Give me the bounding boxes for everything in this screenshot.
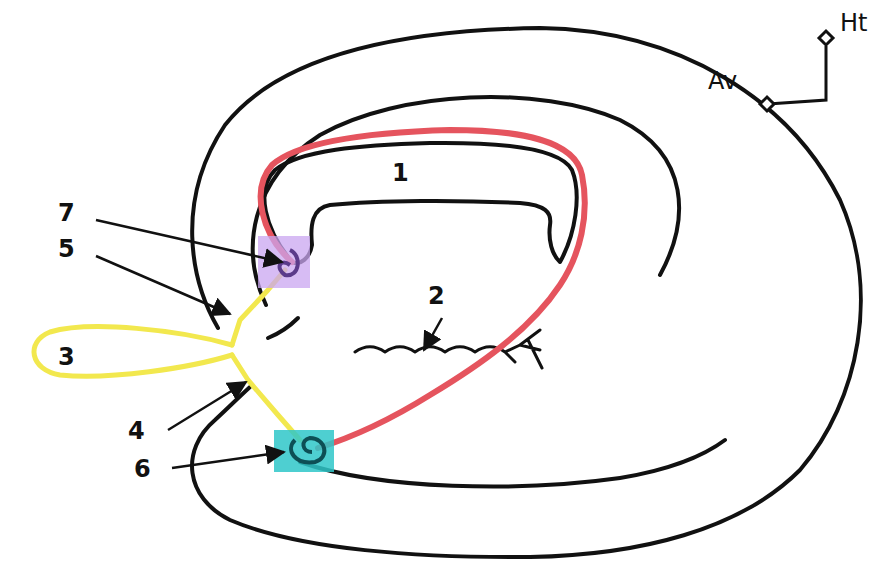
callout-number: 2 — [426, 283, 447, 309]
leader-lines — [96, 220, 442, 468]
inner-line — [268, 318, 298, 338]
temporal-line — [300, 440, 725, 486]
orientation-axes — [760, 31, 833, 111]
hemisphere-outline — [192, 28, 861, 557]
callout-number: 6 — [132, 456, 153, 482]
corpus-callosum — [264, 143, 576, 263]
callout-number: 7 — [56, 200, 77, 226]
callout-number: 3 — [56, 344, 77, 370]
olfactory-tract — [34, 270, 300, 440]
cyan-curl — [291, 438, 324, 462]
purple-region — [258, 236, 310, 288]
direction-label: Ht — [838, 10, 869, 36]
purple-curl — [280, 250, 298, 275]
callout-number: 5 — [56, 236, 77, 262]
callout-number: 1 — [390, 160, 411, 186]
direction-label: Av — [706, 68, 739, 94]
red-tract — [261, 130, 585, 448]
callout-number: 4 — [126, 418, 147, 444]
